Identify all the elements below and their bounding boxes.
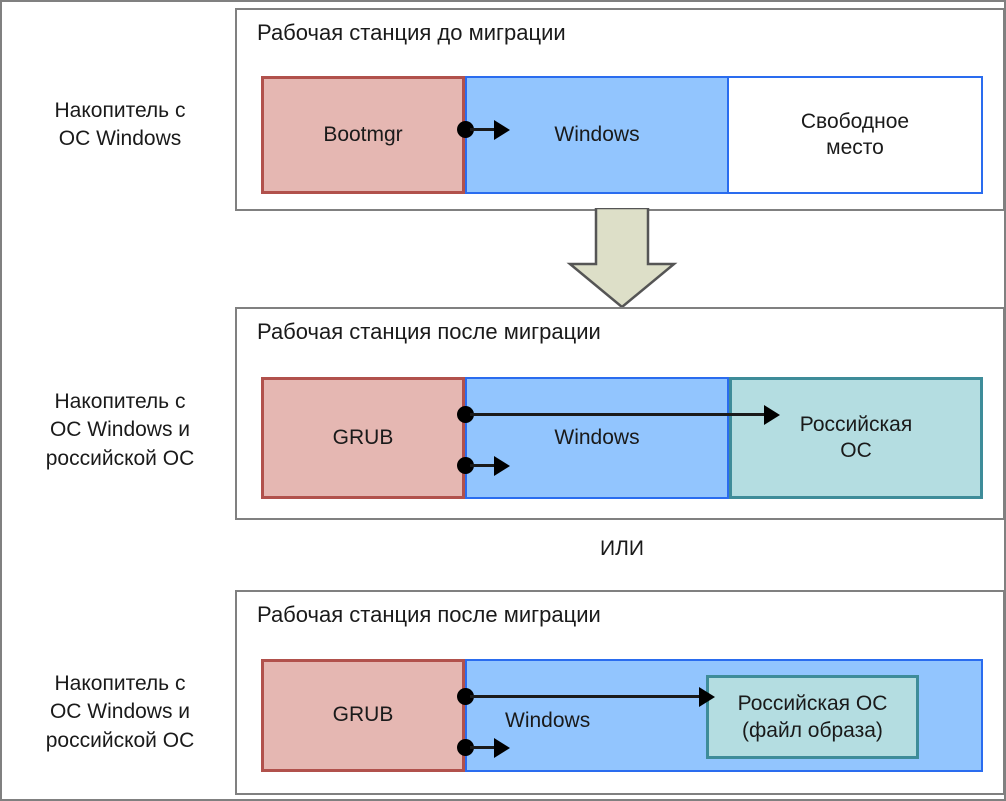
connector-line-2a — [470, 413, 768, 416]
connector-line-3b — [470, 746, 496, 749]
panel-title-3: Рабочая станция после миграции — [257, 602, 601, 627]
connector-arrowhead-2b — [494, 456, 510, 476]
panel-title-1: Рабочая станция до миграции — [257, 20, 566, 45]
migration-arrow-icon — [566, 206, 678, 309]
disk-strip-3: GRUB Windows Российская ОС (файл образа) — [261, 659, 983, 772]
segment-free-space-1: Свободное место — [729, 76, 983, 194]
connector-dot-3b — [457, 739, 474, 756]
segment-bootloader-1: Bootmgr — [261, 76, 465, 194]
row-label-2: Накопитель с ОС Windows и российской ОС — [45, 390, 195, 470]
segment-russian-os-image-3: Российская ОС (файл образа) — [706, 675, 919, 759]
connector-dot-2a — [457, 406, 474, 423]
connector-arrowhead-3a — [699, 687, 715, 707]
segment-windows-2: Windows — [465, 377, 729, 499]
connector-arrowhead-3b — [494, 738, 510, 758]
connector-arrowhead-1 — [494, 120, 510, 140]
segment-windows-3: Windows Российская ОС (файл образа) — [465, 659, 983, 772]
panel-before-migration: Рабочая станция до миграции Bootmgr Wind… — [235, 8, 1004, 211]
connector-arrowhead-2a — [764, 405, 780, 425]
connector-line-2b — [470, 464, 496, 467]
row-label-3: Накопитель с ОС Windows и российской ОС — [45, 672, 195, 752]
segment-bootloader-3: GRUB — [261, 659, 465, 772]
panel-title-2: Рабочая станция после миграции — [257, 319, 601, 344]
disk-strip-1: Bootmgr Windows Свободное место — [261, 76, 983, 194]
connector-dot-3a — [457, 688, 474, 705]
segment-windows-3-label: Windows — [505, 709, 591, 732]
connector-line-3a — [470, 695, 702, 698]
row-label-1: Накопитель с ОС Windows — [54, 99, 186, 151]
segment-bootloader-2: GRUB — [261, 377, 465, 499]
connector-dot-1 — [457, 121, 474, 138]
connector-line-1 — [470, 128, 496, 131]
panel-after-migration-image: Рабочая станция после миграции GRUB Wind… — [235, 590, 1004, 795]
disk-strip-2: GRUB Windows Российская ОС — [261, 377, 983, 499]
or-label: ИЛИ — [600, 537, 644, 560]
segment-russian-os-2: Российская ОС — [729, 377, 983, 499]
connector-dot-2b — [457, 457, 474, 474]
